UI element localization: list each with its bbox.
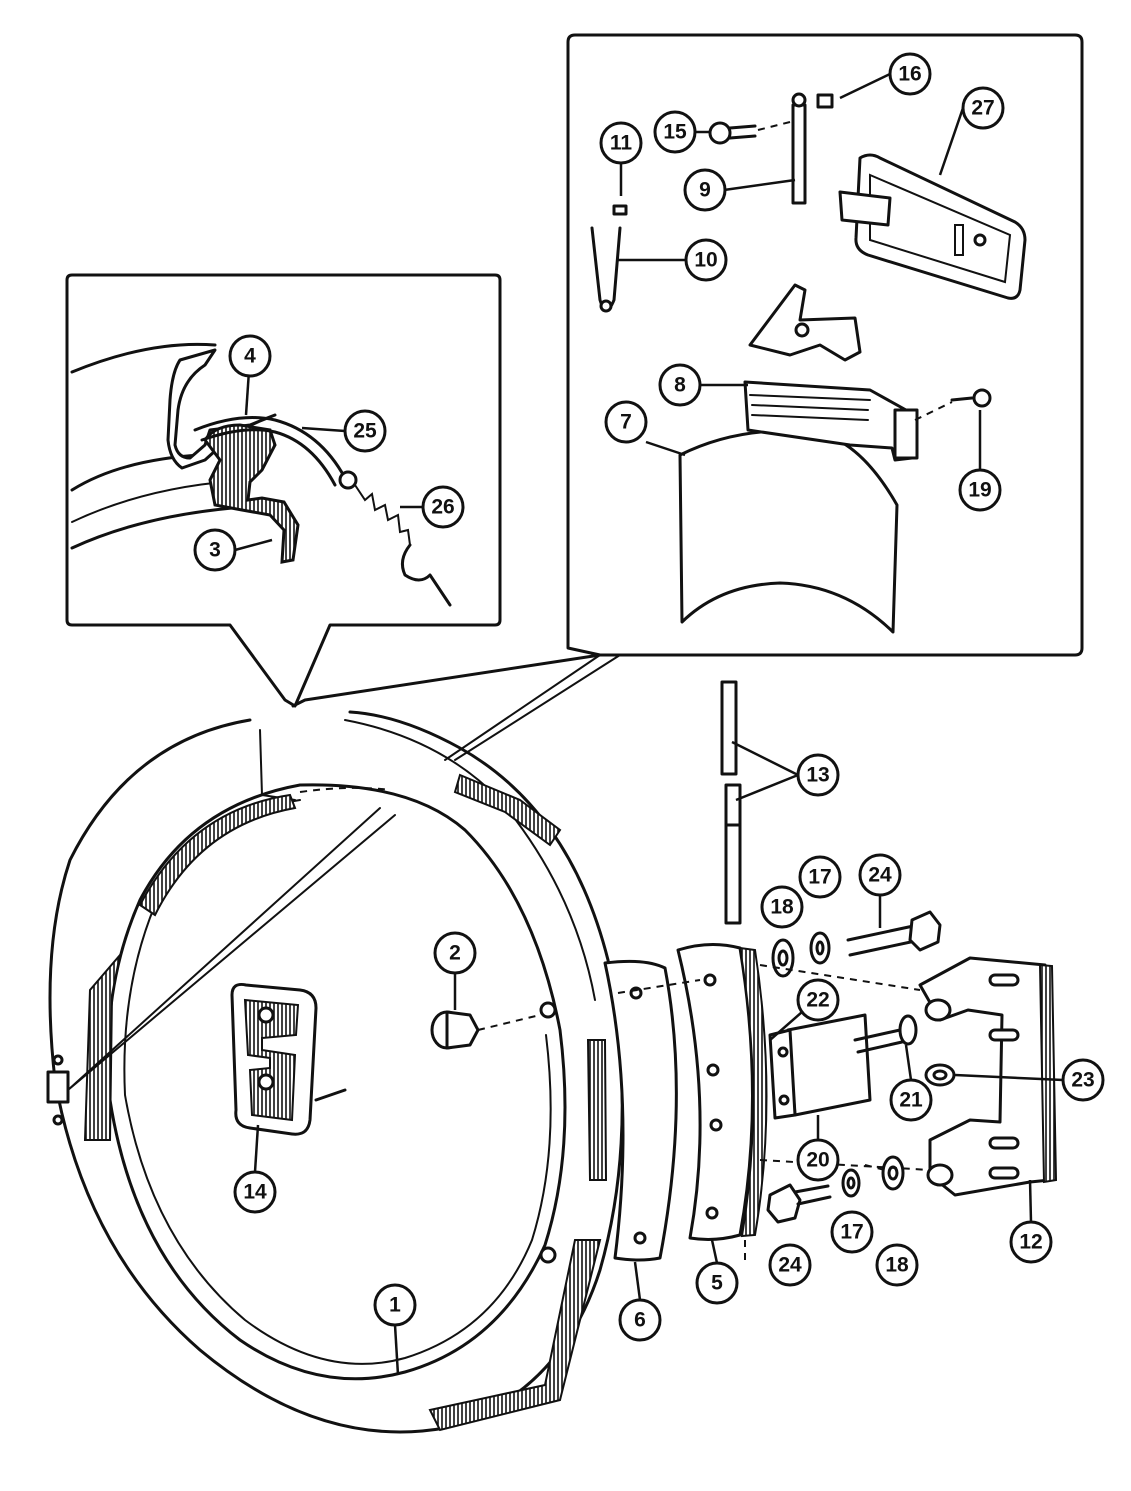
callout-18-top: 18 xyxy=(760,885,804,929)
svg-text:16: 16 xyxy=(898,63,921,86)
svg-text:8: 8 xyxy=(674,374,686,397)
svg-text:7: 7 xyxy=(620,411,632,434)
svg-text:13: 13 xyxy=(806,764,829,787)
svg-text:4: 4 xyxy=(244,345,256,368)
svg-text:6: 6 xyxy=(634,1309,646,1332)
callout-5: 5 xyxy=(695,1261,739,1305)
svg-text:22: 22 xyxy=(806,989,829,1012)
callout-17-bottom: 17 xyxy=(830,1210,874,1254)
svg-text:23: 23 xyxy=(1071,1069,1094,1092)
callout-27: 27 xyxy=(961,86,1005,130)
callout-23: 23 xyxy=(1061,1058,1105,1102)
svg-text:17: 17 xyxy=(840,1221,863,1244)
svg-text:2: 2 xyxy=(449,942,461,965)
callout-6: 6 xyxy=(618,1298,662,1342)
callout-9: 9 xyxy=(683,168,727,212)
callout-4: 4 xyxy=(228,334,272,378)
svg-text:1: 1 xyxy=(389,1294,401,1317)
callout-1: 1 xyxy=(373,1283,417,1327)
svg-text:9: 9 xyxy=(699,179,711,202)
callout-12: 12 xyxy=(1009,1220,1053,1264)
callout-18-bottom: 18 xyxy=(875,1243,919,1287)
callout-3: 3 xyxy=(193,528,237,572)
svg-text:27: 27 xyxy=(971,97,994,120)
svg-text:21: 21 xyxy=(899,1089,923,1112)
callout-25: 25 xyxy=(343,409,387,453)
svg-text:18: 18 xyxy=(770,896,794,919)
callout-15: 15 xyxy=(653,110,697,154)
svg-text:15: 15 xyxy=(663,121,687,144)
callout-14: 14 xyxy=(233,1170,277,1214)
door-assembly xyxy=(46,654,1058,1434)
svg-text:3: 3 xyxy=(209,539,221,562)
seal-detail-inset xyxy=(65,273,502,708)
svg-text:24: 24 xyxy=(868,864,892,887)
callout-8: 8 xyxy=(658,363,702,407)
svg-text:10: 10 xyxy=(694,249,717,272)
callout-17-top: 17 xyxy=(798,855,842,899)
svg-text:18: 18 xyxy=(885,1254,909,1277)
callout-24-top: 24 xyxy=(858,853,902,897)
svg-text:19: 19 xyxy=(968,479,991,502)
callout-21: 21 xyxy=(889,1078,933,1122)
callout-7: 7 xyxy=(604,400,648,444)
callout-13: 13 xyxy=(796,753,840,797)
svg-text:5: 5 xyxy=(711,1272,723,1295)
callout-20: 20 xyxy=(796,1138,840,1182)
callout-24-bottom: 24 xyxy=(768,1243,812,1287)
callout-10: 10 xyxy=(684,238,728,282)
svg-text:24: 24 xyxy=(778,1254,802,1277)
callout-11: 11 xyxy=(599,121,643,165)
svg-text:11: 11 xyxy=(610,132,633,155)
callout-26: 26 xyxy=(421,485,465,529)
svg-text:12: 12 xyxy=(1019,1231,1042,1254)
callout-22: 22 xyxy=(796,978,840,1022)
svg-text:17: 17 xyxy=(808,866,831,889)
svg-text:26: 26 xyxy=(431,496,454,519)
latch-parts-inset xyxy=(291,33,1084,708)
svg-text:25: 25 xyxy=(353,420,377,443)
leader-lines xyxy=(234,72,1064,1376)
callout-19: 19 xyxy=(958,468,1002,512)
svg-text:14: 14 xyxy=(243,1181,267,1204)
callout-16: 16 xyxy=(888,52,932,96)
callout-2: 2 xyxy=(433,931,477,975)
svg-text:20: 20 xyxy=(806,1149,829,1172)
